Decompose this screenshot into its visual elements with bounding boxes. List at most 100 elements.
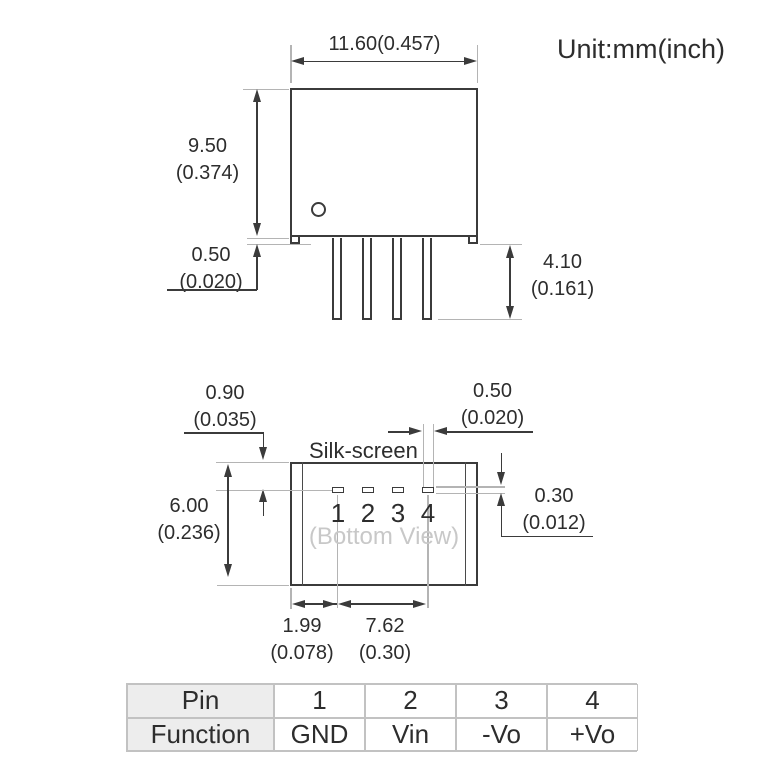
dim-line-pin-pitch [342, 603, 422, 605]
unit-label: Unit:mm(inch) [557, 34, 726, 64]
arrowhead [253, 223, 261, 236]
dim-pin-pitch-label: 7.62 (0.30) [345, 613, 425, 667]
ext-line [476, 45, 478, 83]
dim-line-body-depth [227, 469, 229, 573]
table-pin-3: 3 [456, 684, 547, 718]
leader-line [388, 431, 410, 433]
arrowhead [497, 472, 505, 485]
arrowhead [434, 427, 447, 435]
arrowhead [292, 599, 305, 608]
table-function-1: GND [274, 717, 365, 751]
ext-line [480, 243, 522, 245]
arrowhead [224, 464, 232, 477]
pin-lead-2 [362, 238, 372, 320]
arrowhead [497, 493, 505, 506]
bottom-view-wall-line-right [464, 462, 466, 586]
ext-line [432, 424, 434, 487]
dim-mm: 0.90 [205, 382, 245, 404]
ext-line [436, 492, 505, 494]
leader-line [500, 453, 503, 474]
pad-2 [362, 487, 374, 493]
pin-lead-4 [422, 238, 432, 320]
leader-line [184, 432, 264, 434]
dim-inch: (0.035) [193, 409, 257, 431]
standoff-foot-right [468, 237, 478, 244]
pad-4 [422, 487, 434, 493]
ext-line [290, 45, 292, 83]
pad-number-3: 3 [390, 498, 406, 528]
package-body-bottom [290, 462, 478, 586]
arrowhead [506, 306, 514, 319]
dim-mm: 4.10 [543, 251, 582, 273]
pad-number-2: 2 [360, 498, 376, 528]
arrowhead [409, 427, 422, 435]
ext-line [438, 318, 522, 320]
dim-mm: 0.50 [191, 244, 231, 266]
silkscreen-label: Silk-screen [309, 438, 418, 463]
table-header-function: Function [127, 717, 274, 751]
pin1-marker-dot [311, 202, 326, 217]
pad-1 [332, 487, 344, 493]
arrowhead [259, 447, 267, 460]
dim-inch: (0.012) [522, 512, 586, 534]
bottom-view-wall-line-left [301, 462, 303, 586]
table-pin-1: 1 [274, 684, 365, 718]
dim-inch: (0.236) [157, 522, 221, 544]
ext-line [216, 461, 289, 463]
dim-inch: (0.161) [530, 278, 595, 300]
dim-inch: (0.078) [270, 642, 334, 664]
leader-line [256, 248, 258, 290]
arrowhead [291, 57, 304, 65]
dim-mm: 0.30 [534, 485, 574, 507]
leader-line [262, 432, 265, 449]
dim-pad-width-label: 0.50 (0.020) [450, 378, 535, 432]
dim-line-body-width [297, 60, 472, 63]
arrowhead [413, 599, 426, 608]
pin-lead-1 [332, 238, 342, 320]
dim-mm: 1.99 [282, 615, 322, 637]
dim-body-height-label: 9.50 (0.374) [160, 133, 255, 187]
arrowhead [323, 599, 336, 608]
dim-mm: 0.50 [473, 380, 512, 402]
pad-number-4: 4 [420, 498, 436, 528]
pin-function-table: Pin 1 2 3 4 Function GND Vin -Vo +Vo [126, 683, 638, 752]
ext-line [427, 495, 429, 608]
table-function-3: -Vo [456, 717, 547, 751]
pin-lead-3 [392, 238, 402, 320]
standoff-foot-left [290, 237, 300, 244]
table-function-4: +Vo [547, 717, 638, 751]
dim-line-edge-to-pin1 [296, 603, 337, 605]
dim-line-body-height [256, 95, 258, 230]
dim-inch: (0.30) [358, 642, 412, 664]
dim-pad-height-label: 0.30 (0.012) [510, 483, 598, 537]
pad-number-1: 1 [330, 498, 346, 528]
dim-line-pin-length [509, 249, 511, 315]
dim-body-width-label: 11.60(0.457) [328, 33, 441, 55]
pad-3 [392, 487, 404, 493]
dim-standoff-label: 0.50 (0.020) [165, 242, 257, 296]
dim-inch: (0.020) [460, 407, 525, 429]
ext-line [422, 424, 424, 487]
leader-line [167, 289, 257, 291]
ext-line [216, 489, 332, 491]
dim-body-depth-label: 6.00 (0.236) [148, 493, 230, 547]
ext-line [247, 243, 311, 245]
leader-line [262, 500, 265, 516]
table-header-pin: Pin [127, 684, 274, 718]
dim-pad-offset-label: 0.90 (0.035) [186, 380, 264, 434]
arrowhead [253, 89, 261, 102]
leader-line [500, 535, 593, 538]
ext-line [436, 486, 505, 488]
arrowhead [338, 599, 351, 608]
ext-line [217, 584, 289, 586]
ext-line [247, 237, 289, 239]
dim-edge-to-pin1-label: 1.99 (0.078) [262, 613, 342, 667]
table-pin-4: 4 [547, 684, 638, 718]
ext-line [290, 588, 292, 609]
ext-line [336, 495, 338, 608]
leader-line [500, 504, 503, 537]
dim-mm: 7.62 [365, 615, 405, 637]
dim-pin-length-label: 4.10 (0.161) [520, 249, 605, 303]
leader-line [447, 431, 533, 433]
